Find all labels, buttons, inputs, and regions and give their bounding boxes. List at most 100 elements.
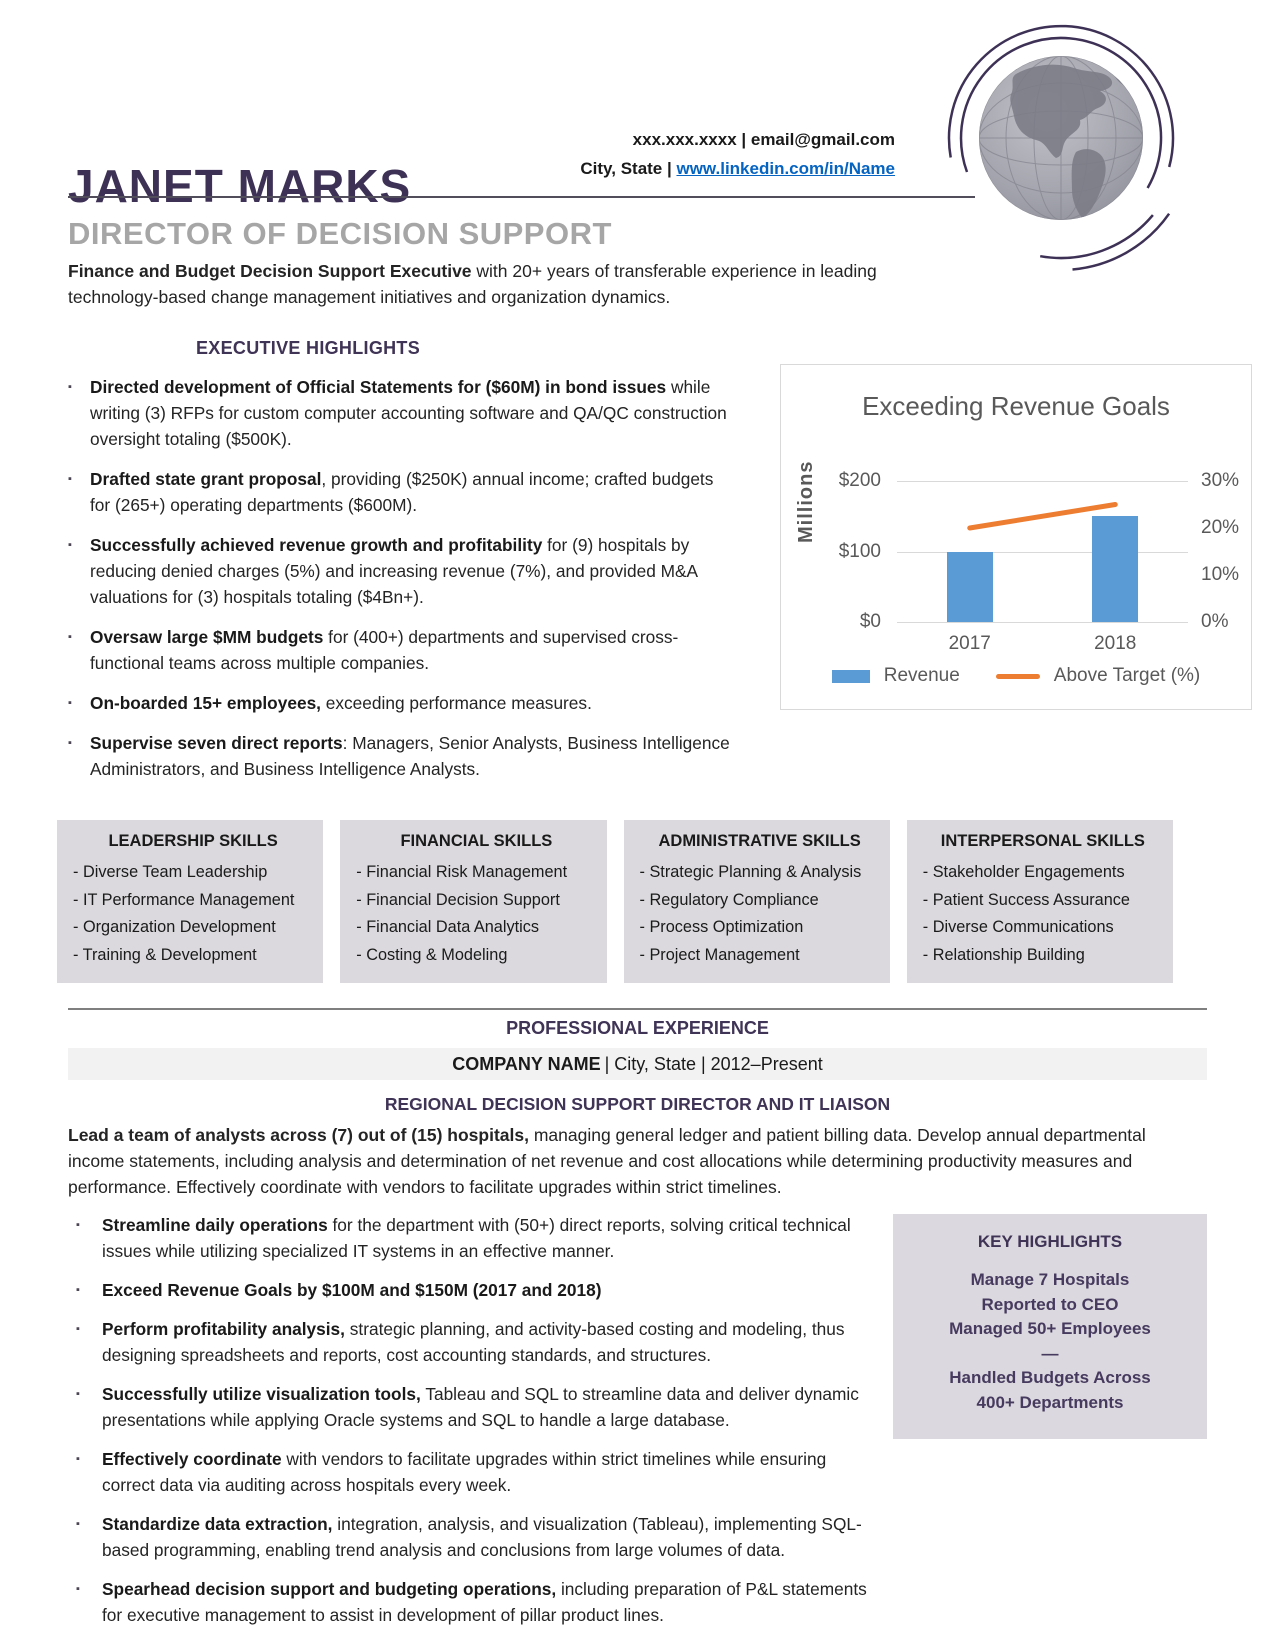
key-highlight-line: Handled Budgets Across xyxy=(949,1368,1151,1387)
bullet-square-icon: ▪ xyxy=(76,1388,80,1400)
skill-item: - Diverse Communications xyxy=(922,918,1114,936)
list-item: ▪ On-boarded 15+ employees, exceeding per… xyxy=(68,690,736,716)
list-item: ▪ Successfully achieved revenue growth an… xyxy=(68,532,736,610)
bullet-square-icon: ▪ xyxy=(76,1518,80,1530)
section-heading-professional-experience: PROFESSIONAL EXPERIENCE xyxy=(506,1018,769,1038)
revenue-bar-2018 xyxy=(1092,516,1139,622)
axis-tick: $100 xyxy=(838,540,881,562)
summary-paragraph: Finance and Budget Decision Support Exec… xyxy=(68,261,877,307)
skill-item: - Training & Development xyxy=(73,945,257,964)
bullet-text: Spearhead decision support and budgeting… xyxy=(102,1579,867,1625)
bullet-square-icon: ▪ xyxy=(68,631,72,643)
page-title: DIRECTOR OF DECISION SUPPORT xyxy=(68,216,612,251)
list-item: ▪ Drafted state grant proposal, providing… xyxy=(68,466,736,518)
skill-item: - Regulatory Compliance xyxy=(639,890,819,909)
bullet-square-icon: ▪ xyxy=(68,697,72,709)
chart-legend: Revenue Above Target (%) xyxy=(781,665,1251,687)
list-item: ▪ Oversaw large $MM budgets for (400+) de… xyxy=(68,624,736,676)
gridline xyxy=(897,481,1188,482)
skill-item: - Project Management xyxy=(639,945,800,964)
bullet-text: Successfully achieved revenue growth and… xyxy=(90,535,698,607)
skill-box-heading: FINANCIAL SKILLS xyxy=(400,832,553,850)
key-highlight-line: Managed 50+ Employees xyxy=(949,1319,1151,1338)
chart-left-axis: $200 $100 $0 xyxy=(781,470,887,632)
bullet-text: Streamline daily operations for the depa… xyxy=(102,1215,851,1261)
executive-highlights-list: ▪ Directed development of Official Statem… xyxy=(68,374,736,796)
skill-item: - Relationship Building xyxy=(922,945,1085,964)
bullet-text: Supervise seven direct reports: Managers… xyxy=(90,733,730,779)
skill-box-leadership: LEADERSHIP SKILLS - Diverse Team Leaders… xyxy=(57,820,324,983)
bullet-text: Standardize data extraction, integration… xyxy=(102,1514,862,1560)
candidate-name: JANET MARKS xyxy=(68,159,412,212)
axis-tick: 2018 xyxy=(1094,633,1137,654)
axis-tick: $0 xyxy=(859,611,881,632)
skill-item: - Organization Development xyxy=(73,918,276,936)
key-highlight-line: Reported to CEO xyxy=(981,1294,1119,1314)
header-divider xyxy=(68,196,975,198)
chart-title: Exceeding Revenue Goals xyxy=(862,391,1170,421)
key-highlights-heading: KEY HIGHLIGHTS xyxy=(977,1232,1123,1251)
above-target-line xyxy=(897,481,1188,622)
list-item: ▪ Standardize data extraction, integratio… xyxy=(68,1511,868,1563)
skill-item: - Costing & Modeling xyxy=(356,945,508,964)
bullet-square-icon: ▪ xyxy=(76,1219,80,1231)
axis-tick: 2017 xyxy=(948,633,991,654)
key-highlight-line: 400+ Departments xyxy=(976,1392,1124,1412)
bullet-text: Exceed Revenue Goals by $100M and $150M … xyxy=(102,1280,602,1300)
axis-tick: 20% xyxy=(1201,516,1240,538)
skill-box-heading: INTERPERSONAL SKILLS xyxy=(940,832,1145,850)
role-intro-paragraph: Lead a team of analysts across (7) out o… xyxy=(68,1125,1146,1197)
chart-plot-area xyxy=(897,481,1188,623)
key-highlights-box: KEY HIGHLIGHTS Manage 7 Hospitals Report… xyxy=(893,1214,1207,1439)
list-item-highlighted: ▪Exceed Revenue Goals by $100M and $150M… xyxy=(68,1277,868,1303)
bullet-square-icon: ▪ xyxy=(76,1583,80,1595)
bullet-square-icon: ▪ xyxy=(76,1453,80,1465)
linkedin-link[interactable]: www.linkedin.com/in/Name xyxy=(676,159,895,178)
revenue-chart: Exceeding Revenue Goals Millions $200 $1… xyxy=(780,364,1252,710)
bullet-square-icon: ▪ xyxy=(68,737,72,749)
skill-box-heading: ADMINISTRATIVE SKILLS xyxy=(658,832,861,850)
skill-item: - Stakeholder Engagements xyxy=(922,863,1125,881)
skill-box-financial: FINANCIAL SKILLS - Financial Risk Manage… xyxy=(340,820,607,983)
legend-label: Revenue xyxy=(883,665,960,686)
gridline xyxy=(897,622,1188,623)
revenue-bar-2017 xyxy=(946,551,993,622)
bullet-text: Directed development of Official Stateme… xyxy=(90,377,727,449)
bullet-square-icon: ▪ xyxy=(68,473,72,485)
section-heading-executive-highlights: EXECUTIVE HIGHLIGHTS xyxy=(196,338,421,358)
axis-tick: $200 xyxy=(838,470,881,491)
axis-tick: 10% xyxy=(1201,564,1240,586)
experience-bullets-list: ▪ Streamline daily operations for the dep… xyxy=(68,1212,868,1641)
globe-graphic xyxy=(947,24,1175,271)
company-meta: | City, State | 2012–Present xyxy=(604,1053,823,1074)
company-header: COMPANY NAME | City, State | 2012–Presen… xyxy=(68,1048,1207,1080)
chart-right-axis: 30% 20% 10% 0% xyxy=(1201,470,1251,632)
skill-box-interpersonal: INTERPERSONAL SKILLS - Stakeholder Engag… xyxy=(906,820,1173,983)
gridline xyxy=(897,551,1188,553)
contact-block: xxx.xxx.xxxx | email@gmail.com City, Sta… xyxy=(455,125,895,183)
key-highlight-line: Manage 7 Hospitals xyxy=(970,1270,1130,1289)
role-title: REGIONAL DECISION SUPPORT DIRECTOR AND I… xyxy=(384,1094,891,1114)
skill-item: - Patient Success Assurance xyxy=(922,890,1130,909)
bullet-text: Perform profitability analysis, strategi… xyxy=(102,1319,845,1365)
legend-line-swatch-icon xyxy=(995,673,1040,679)
axis-tick: 0% xyxy=(1201,611,1229,632)
list-item: ▪ Perform profitability analysis, strateg… xyxy=(68,1316,868,1368)
legend-bar-swatch-icon xyxy=(831,669,870,683)
company-name: COMPANY NAME xyxy=(452,1053,601,1074)
bullet-text: Successfully utilize visualization tools… xyxy=(102,1384,859,1430)
bullet-text: Effectively coordinate with vendors to f… xyxy=(102,1449,827,1495)
skill-item: - IT Performance Management xyxy=(73,890,295,909)
list-item: ▪ Supervise seven direct reports: Manager… xyxy=(68,730,736,782)
bullet-text: Drafted state grant proposal, providing … xyxy=(90,469,714,515)
bullet-square-icon: ▪ xyxy=(76,1323,80,1335)
bullet-square-icon: ▪ xyxy=(68,381,72,393)
skill-item: - Financial Decision Support xyxy=(356,890,560,909)
contact-phone-email: xxx.xxx.xxxx | email@gmail.com xyxy=(632,130,895,149)
bullet-text: Oversaw large $MM budgets for (400+) dep… xyxy=(90,627,679,673)
list-item: ▪ Streamline daily operations for the dep… xyxy=(68,1212,868,1264)
bullet-text: On-boarded 15+ employees, exceeding perf… xyxy=(90,693,592,713)
bullet-square-icon: ▪ xyxy=(68,539,72,551)
key-highlight-divider: — xyxy=(1041,1343,1059,1363)
